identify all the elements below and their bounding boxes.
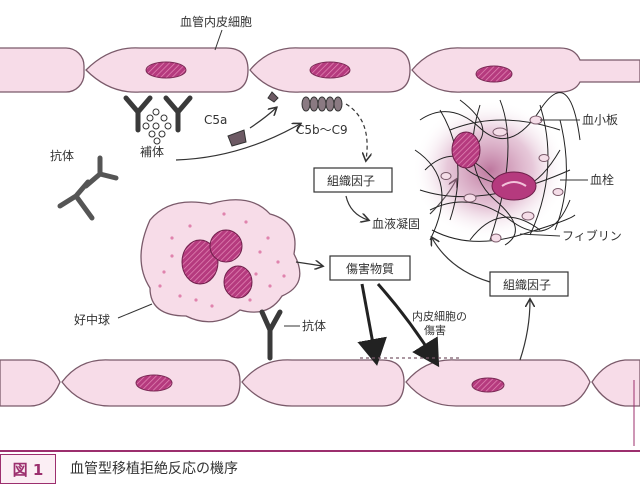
platelet-label: 血小板 xyxy=(582,113,618,127)
nucleus xyxy=(309,61,351,79)
tissue-factor-upper-text: 組織因子 xyxy=(327,174,375,188)
c5a-fragment xyxy=(227,129,247,147)
neutrophil-leader xyxy=(117,303,153,319)
tissue-factor-box-lower xyxy=(489,271,569,297)
neutrophil-to-damage-arrow xyxy=(295,262,322,266)
diagram-canvas: 血管内皮細胞 補体 C5a C5b～C9 抗体 xyxy=(0,14,640,446)
platelets xyxy=(440,115,564,243)
endothelium-to-tissue-factor-arrow xyxy=(519,300,530,361)
complement-complex xyxy=(142,108,172,145)
neutrophil-nucleus-lobe xyxy=(223,265,253,299)
mac-to-tissue-factor-arrow xyxy=(345,103,367,160)
nucleus xyxy=(471,377,505,393)
endothelial-injury-label-2: 傷害 xyxy=(424,323,446,337)
nucleus xyxy=(135,374,173,392)
antibody-bottom-label: 抗体 xyxy=(302,318,326,333)
free-antibodies xyxy=(57,155,119,221)
caption-divider xyxy=(0,450,640,492)
tissue-factor-box-upper xyxy=(313,167,393,193)
red-blood-cell xyxy=(491,171,537,201)
complement-to-mac-arrow xyxy=(175,124,300,161)
figure-caption: 血管型移植拒絶反応の機序 xyxy=(70,461,238,477)
c5a-arrow xyxy=(249,108,276,129)
antibody-pair-upper xyxy=(123,95,193,133)
c5a-label: C5a xyxy=(204,113,227,127)
thrombus-label: 血栓 xyxy=(590,172,614,187)
endothelial-cell-label: 血管内皮細胞 xyxy=(180,14,252,29)
nucleus xyxy=(145,61,187,79)
tissue-factor-to-coag-arrow xyxy=(345,195,368,220)
damaging-substance-box xyxy=(329,255,411,281)
c5a-receptor xyxy=(267,91,279,103)
nucleus xyxy=(475,65,513,83)
coagulation-label: 血液凝固 xyxy=(372,216,420,231)
neutrophil-nucleus-lobe xyxy=(181,239,219,285)
endothelial-injury-label-1: 内皮細胞の xyxy=(412,309,467,323)
endothelial-label-leader xyxy=(214,29,223,51)
neutrophil-nucleus-lobe xyxy=(209,229,243,263)
red-blood-cell xyxy=(451,131,481,169)
tissue-factor-lower-to-coag-arrow xyxy=(432,238,491,283)
c5b-c9-label: C5b～C9 xyxy=(296,123,348,137)
fibrin-label: フィブリン xyxy=(562,228,622,243)
antibody-left-label: 抗体 xyxy=(50,148,74,163)
thrombus xyxy=(412,92,581,246)
damaging-substance-text: 傷害物質 xyxy=(346,261,394,276)
damage-arrow-2 xyxy=(376,283,440,368)
complement-label: 補体 xyxy=(140,145,164,159)
antibody-bottom xyxy=(259,309,283,361)
damage-arrow-1 xyxy=(357,283,387,366)
mac-complex xyxy=(301,96,343,112)
neutrophil xyxy=(140,199,301,323)
upper-endothelium xyxy=(0,47,640,93)
tissue-factor-lower-text: 組織因子 xyxy=(503,278,551,292)
figure-number-badge: 図 1 xyxy=(0,454,56,484)
neutrophil-label: 好中球 xyxy=(74,312,110,327)
lower-endothelium xyxy=(0,359,640,407)
fibrin-leader xyxy=(519,233,561,237)
